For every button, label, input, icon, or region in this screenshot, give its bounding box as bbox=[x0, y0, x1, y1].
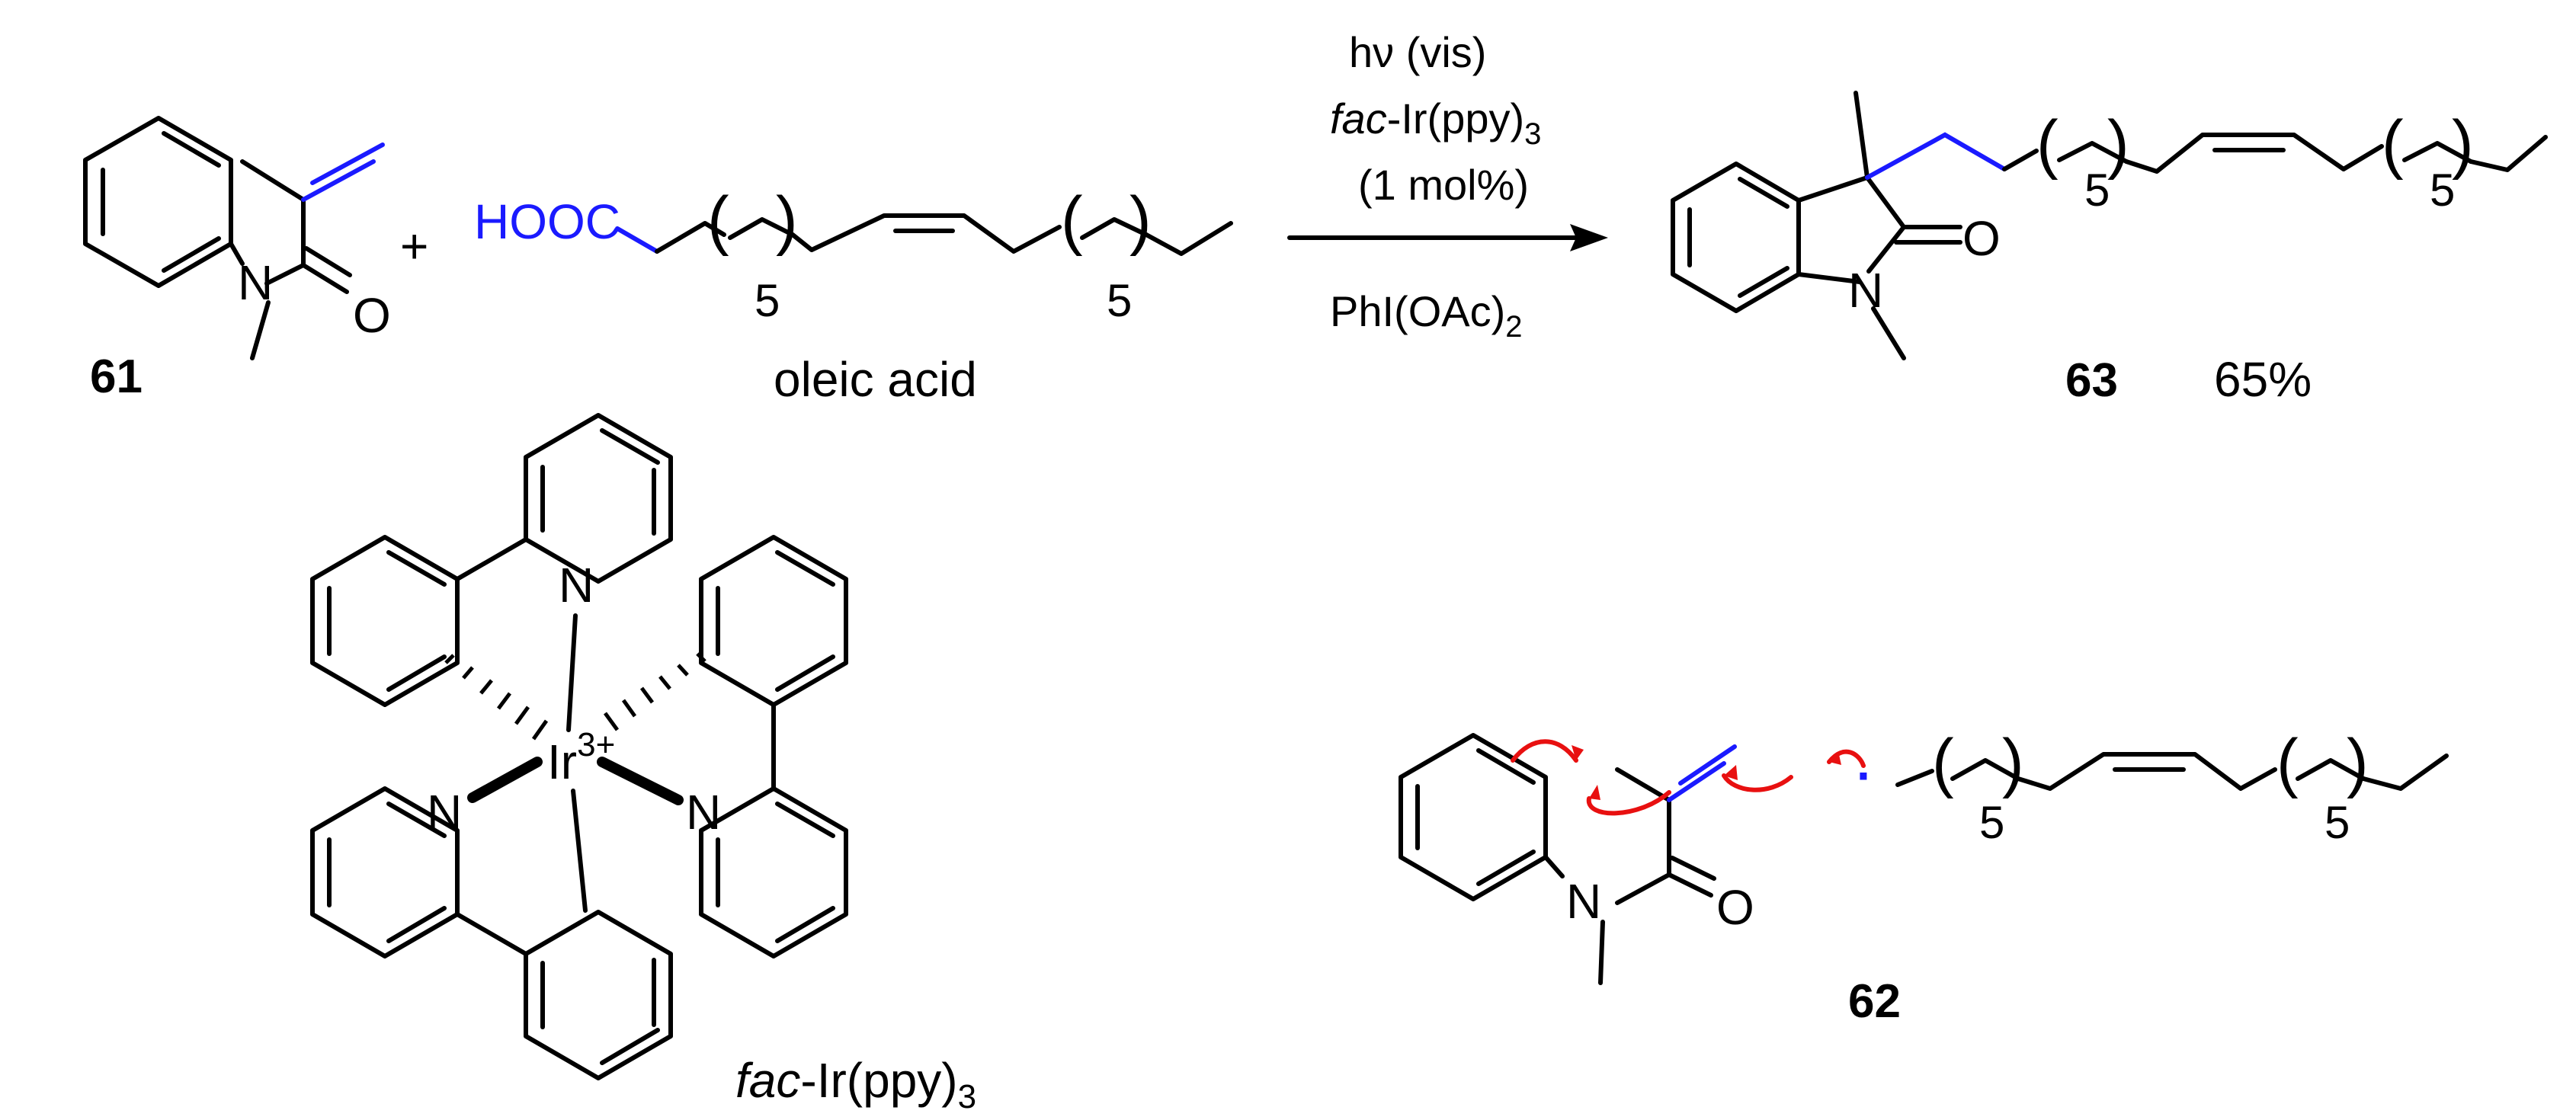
radical-dot: · bbox=[1857, 748, 1873, 803]
n-atom-61: N bbox=[238, 255, 273, 310]
repeat-count-2: 5 bbox=[1107, 275, 1132, 326]
repeat-paren-open: ( bbox=[2382, 107, 2404, 181]
ir-ppy3-catalyst: N N N Ir3+ fac-Ir(ppy)3 bbox=[310, 413, 976, 1115]
repeat-paren-open: ( bbox=[707, 184, 729, 257]
o-atom-61: O bbox=[353, 288, 391, 343]
repeat-paren-open: ( bbox=[2276, 726, 2299, 799]
n-atom-63: N bbox=[1848, 263, 1883, 318]
product-63: ( ) 5 ( ) 5 N O 63 65% bbox=[1671, 91, 2548, 407]
hashed-bond-left bbox=[444, 654, 549, 741]
reaction-conditions: hν (vis) fac-Ir(ppy)3 (1 mol%) PhI(OAc)2 bbox=[1330, 28, 1541, 344]
o-atom-62: O bbox=[1716, 880, 1754, 935]
repeat-paren-open: ( bbox=[2036, 107, 2059, 181]
yield-63: 65% bbox=[2214, 352, 2312, 407]
n-atom-right: N bbox=[686, 785, 721, 840]
o-atom-63: O bbox=[1962, 211, 2001, 266]
hashed-bond-right bbox=[603, 652, 706, 731]
label-61: 61 bbox=[90, 350, 143, 403]
hooc-group: HOOC bbox=[474, 194, 620, 249]
repeat-paren-close: ) bbox=[2452, 107, 2474, 181]
ir-center: Ir3+ bbox=[547, 726, 615, 789]
reaction-arrow bbox=[1287, 224, 1608, 251]
compound-61: N O 61 bbox=[83, 116, 391, 403]
repeat-paren-open: ( bbox=[1932, 726, 1954, 799]
repeat-paren-close: ) bbox=[2002, 726, 2024, 799]
label-63: 63 bbox=[2065, 354, 2118, 407]
plus-sign: + bbox=[400, 219, 428, 274]
catalyst-condition: fac-Ir(ppy)3 bbox=[1330, 94, 1541, 151]
label-62: 62 bbox=[1848, 975, 1901, 1028]
repeat-paren-close: ) bbox=[2347, 726, 2369, 799]
repeat-paren-close: ) bbox=[2107, 107, 2129, 181]
n-atom-top: N bbox=[559, 558, 594, 613]
catalyst-loading: (1 mol%) bbox=[1358, 161, 1529, 209]
repeat-count-1: 5 bbox=[755, 275, 780, 326]
repeat-paren-close: ) bbox=[1129, 184, 1152, 257]
oleic-acid: HOOC ( ) 5 ( ) 5 oleic acid bbox=[474, 184, 1233, 407]
intermediate-62: N O · ( ) 5 ( ) 5 62 bbox=[1399, 726, 2449, 1028]
repeat-count-2: 5 bbox=[2430, 165, 2455, 216]
repeat-count-1: 5 bbox=[2084, 165, 2110, 216]
oxidant-condition: PhI(OAc)2 bbox=[1330, 287, 1523, 344]
catalyst-name: fac-Ir(ppy)3 bbox=[735, 1053, 976, 1115]
repeat-count-2: 5 bbox=[2324, 797, 2350, 848]
repeat-count-1: 5 bbox=[1979, 797, 2004, 848]
electron-arrows bbox=[1511, 739, 1866, 816]
repeat-paren-close: ) bbox=[776, 184, 798, 257]
light-condition: hν (vis) bbox=[1349, 28, 1486, 76]
n-atom-left: N bbox=[427, 785, 462, 840]
oleic-acid-name: oleic acid bbox=[774, 352, 977, 407]
repeat-paren-open: ( bbox=[1061, 184, 1083, 257]
n-atom-62: N bbox=[1566, 874, 1601, 929]
